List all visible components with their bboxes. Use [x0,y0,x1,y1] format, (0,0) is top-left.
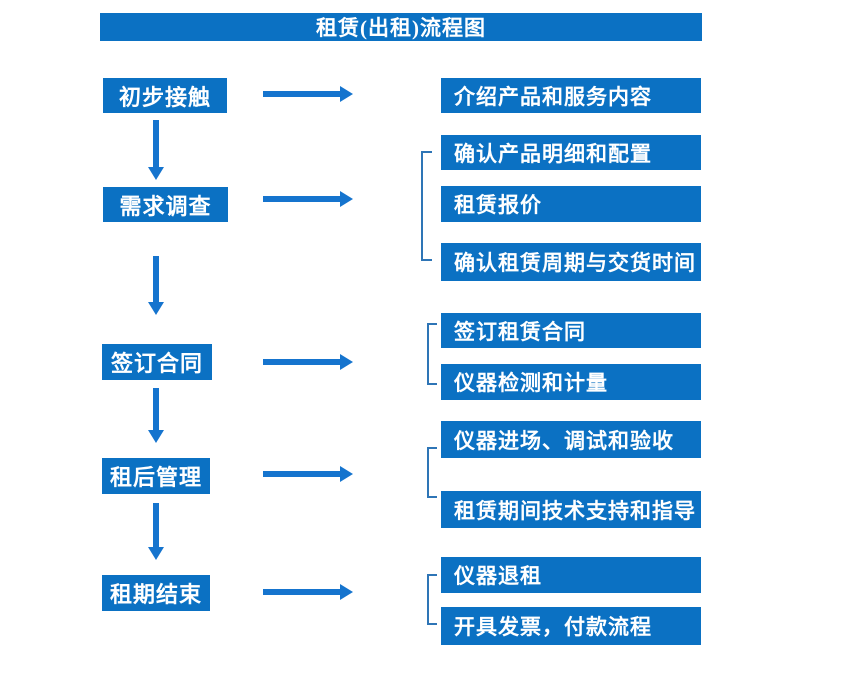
detail-box-tech-support-guidance: 租赁期间技术支持和指导 [441,491,701,528]
detail-box-invoice-payment: 开具发票，付款流程 [441,607,701,645]
detail-box-rental-quotation: 租赁报价 [441,186,701,222]
stage-label: 租期结束 [109,582,202,607]
detail-box-confirm-product-details: 确认产品明细和配置 [441,135,701,170]
detail-box-confirm-period-delivery: 确认租赁周期与交货时间 [441,243,701,281]
detail-box-instrument-testing-metering: 仪器检测和计量 [441,364,701,400]
down-arrow-3 [148,388,164,443]
detail-label: 介绍产品和服务内容 [454,84,652,109]
stage-box-initial-contact: 初步接触 [103,78,227,113]
detail-label: 开具发票，付款流程 [454,615,652,639]
detail-label: 租赁期间技术支持和指导 [454,498,696,523]
detail-box-instrument-return: 仪器退租 [441,557,701,593]
right-arrow-1 [263,86,353,102]
detail-label: 仪器进场、调试和验收 [454,428,674,453]
detail-box-instrument-entry-acceptance: 仪器进场、调试和验收 [441,421,701,458]
stage-box-rental-end: 租期结束 [102,575,210,611]
flowchart-title-bar: 租赁(出租)流程图 [100,13,702,41]
group-bracket-demand-survey [421,151,432,261]
right-arrow-2 [263,191,353,207]
down-arrow-2 [148,256,164,315]
down-arrow-4 [148,503,164,560]
group-bracket-post-rental [427,447,437,498]
group-bracket-sign-contract [427,323,437,385]
down-arrow-1 [148,120,164,180]
stage-label: 需求调查 [119,193,212,219]
stage-box-demand-survey: 需求调查 [103,187,228,222]
right-arrow-5 [263,584,353,600]
detail-label: 确认产品明细和配置 [454,141,652,166]
group-bracket-rental-end [427,574,437,625]
right-arrow-4 [263,466,353,482]
flowchart-title: 租赁(出租)流程图 [316,16,486,40]
stage-label: 初步接触 [118,84,211,110]
stage-box-sign-contract: 签订合同 [102,344,212,380]
stage-box-post-rental-management: 租后管理 [102,458,210,494]
detail-label: 租赁报价 [454,193,542,217]
stage-label: 签订合同 [110,351,203,376]
detail-label: 仪器退租 [454,564,542,588]
detail-label: 签订租赁合同 [454,319,586,344]
right-arrow-3 [263,354,353,370]
stage-label: 租后管理 [109,465,202,490]
detail-label: 确认租赁周期与交货时间 [454,251,696,275]
detail-box-introduce-products-services: 介绍产品和服务内容 [441,78,701,113]
detail-label: 仪器检测和计量 [454,371,608,395]
detail-box-sign-rental-contract: 签订租赁合同 [441,313,701,348]
